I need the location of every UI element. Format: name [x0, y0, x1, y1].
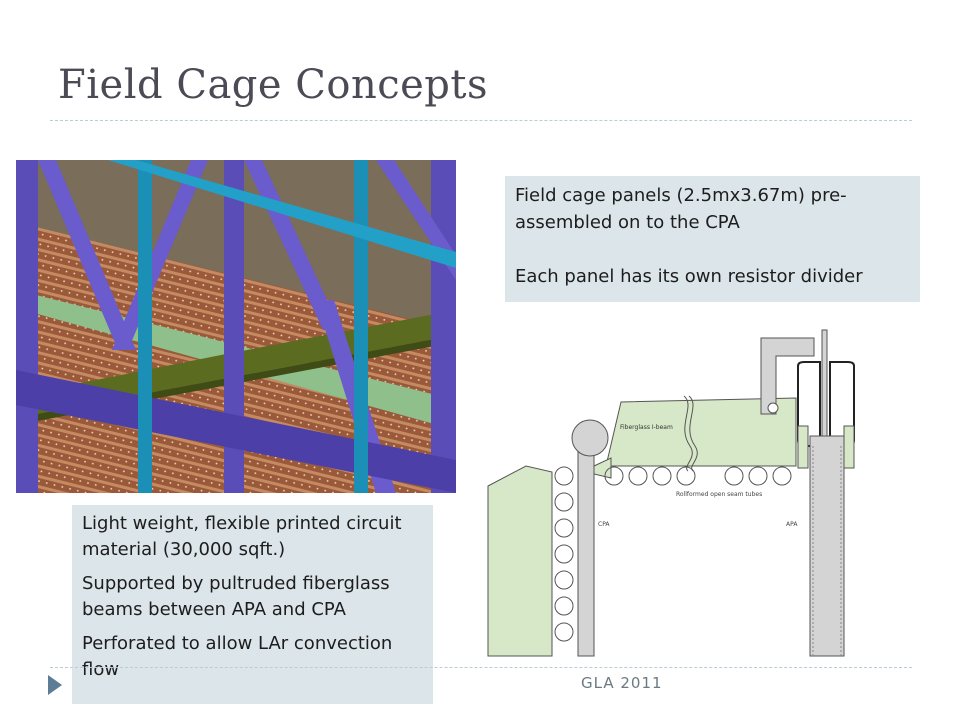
bullet-item: Light weight, flexible printed circuit m… — [82, 513, 402, 560]
slide-title: Field Cage Concepts — [58, 62, 489, 108]
field-cage-render — [16, 160, 456, 493]
cpa-label: CPA — [598, 521, 610, 528]
apa-label: APA — [786, 521, 798, 528]
beam-label: Fiberglass I-beam — [620, 424, 673, 431]
panel-size-text: Field cage panels (2.5mx3.67m) pre-assem… — [515, 185, 847, 233]
tubes-label: Rollformed open seam tubes — [676, 491, 762, 498]
slide-footer: GLA 2011 — [581, 674, 663, 692]
footer-divider — [50, 667, 912, 668]
arrow-bullet-icon — [48, 675, 62, 695]
panel-description-box: Field cage panels (2.5mx3.67m) pre-assem… — [505, 176, 920, 302]
title-divider — [50, 120, 912, 121]
field-cage-cross-section: CPA Fiberglass I-beam Rollformed open se… — [487, 329, 855, 657]
resistor-divider-text: Each panel has its own resistor divider — [515, 266, 863, 287]
bullet-item: Perforated to allow LAr convection flow — [82, 633, 393, 680]
bullet-item: Supported by pultruded fiberglass beams … — [82, 573, 390, 620]
material-description-box: Light weight, flexible printed circuit m… — [72, 505, 433, 704]
